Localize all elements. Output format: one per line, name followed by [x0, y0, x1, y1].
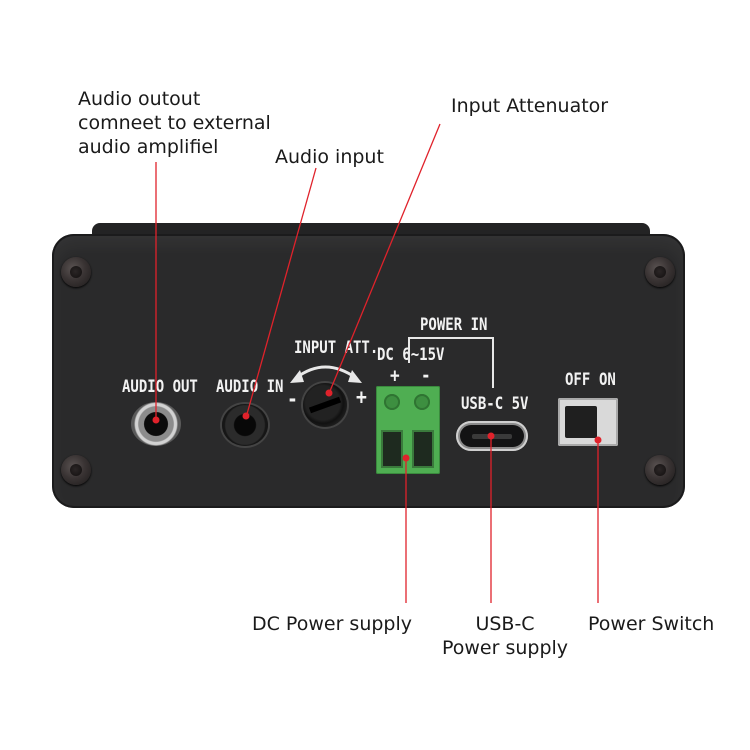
label-usbc: USB-C 5V — [461, 394, 529, 414]
terminal-screw-icon — [384, 394, 400, 410]
terminal-screw-icon — [414, 394, 430, 410]
dc-terminal-block[interactable] — [376, 386, 440, 474]
audio-out-jack[interactable] — [131, 402, 181, 446]
power-switch[interactable] — [558, 398, 618, 446]
screw-icon — [645, 455, 675, 485]
label-att-plus: + — [356, 384, 367, 411]
screw-icon — [645, 257, 675, 287]
screw-icon — [61, 455, 91, 485]
switch-toggle — [565, 406, 597, 438]
rotation-arrow-icon — [295, 365, 357, 380]
terminal-slot-icon — [412, 430, 434, 468]
usbc-tongue-icon — [472, 434, 512, 439]
knob-slot-icon — [308, 396, 342, 414]
callout-input-attenuator: Input Attenuator — [451, 95, 609, 117]
terminal-slot-icon — [381, 430, 403, 468]
callout-power-switch: Power Switch — [588, 613, 715, 635]
usbc-port[interactable] — [456, 421, 528, 451]
callout-dc-power-supply: DC Power supply — [252, 613, 413, 635]
label-off: OFF — [565, 370, 591, 390]
screw-icon — [61, 257, 91, 287]
attenuator-knob[interactable] — [303, 383, 347, 427]
callout-audio-output: Audio outout comneet to external audio a… — [78, 88, 271, 158]
callout-usbc-power-supply: USB-C Power supply — [441, 613, 569, 659]
label-audio-out: AUDIO OUT — [122, 377, 198, 397]
label-on: ON — [599, 370, 616, 390]
audio-in-jack[interactable] — [222, 404, 268, 446]
